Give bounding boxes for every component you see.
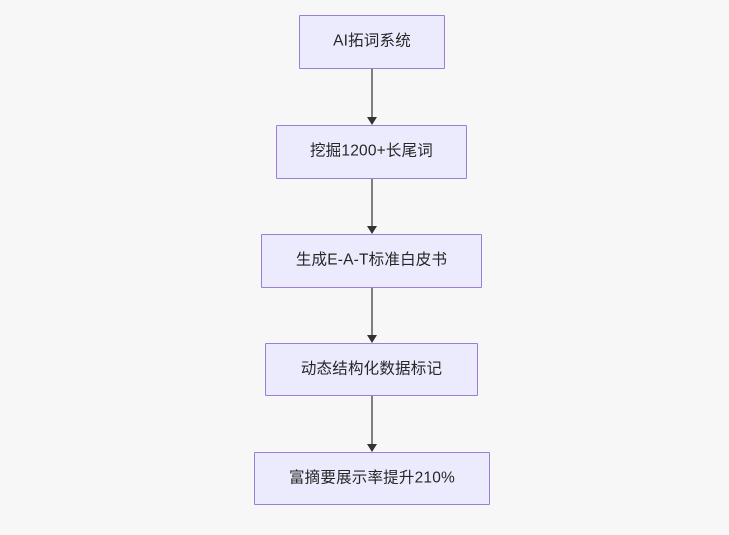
arrowhead-icon	[366, 226, 377, 234]
edge-line	[371, 288, 373, 335]
flow-node-label: 动态结构化数据标记	[300, 360, 443, 378]
arrowhead-icon	[366, 444, 377, 452]
flow-node-label: 生成E-A-T标准白皮书	[295, 251, 448, 269]
flow-node-generate-eat-whitepaper[interactable]: 生成E-A-T标准白皮书	[261, 234, 482, 288]
flow-node-ai-keyword-system[interactable]: AI拓词系统	[299, 15, 445, 69]
flow-node-dynamic-structured-data-markup[interactable]: 动态结构化数据标记	[265, 343, 478, 396]
arrowhead-icon	[366, 117, 377, 125]
flow-node-rich-snippet-rate-increase[interactable]: 富摘要展示率提升210%	[254, 452, 490, 505]
edge-line	[371, 69, 373, 117]
flow-node-label: AI拓词系统	[333, 32, 411, 50]
edge-line	[371, 179, 373, 226]
flow-node-label: 挖掘1200+长尾词	[309, 142, 434, 160]
edge-line	[371, 396, 373, 444]
flow-node-mine-longtail-keywords[interactable]: 挖掘1200+长尾词	[276, 125, 467, 179]
arrowhead-icon	[366, 335, 377, 343]
flow-node-label: 富摘要展示率提升210%	[288, 469, 456, 487]
